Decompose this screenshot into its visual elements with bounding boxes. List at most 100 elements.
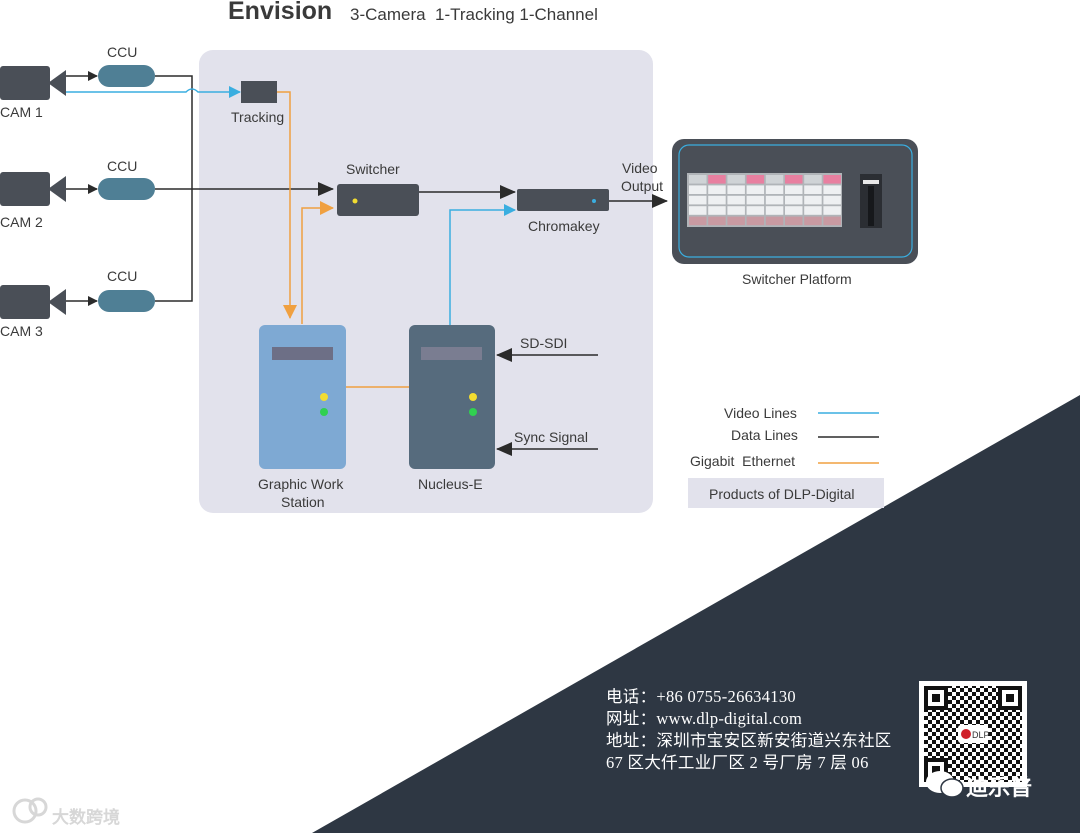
camera-label: CAM 1 [0, 104, 43, 120]
platform-button [765, 185, 784, 194]
camera-icon [0, 172, 66, 206]
platform-button [823, 175, 841, 184]
ccu-2: CCU [98, 158, 155, 200]
platform-button [727, 185, 745, 194]
switcher-platform-label: Switcher Platform [742, 271, 852, 287]
sync-signal-label: Sync Signal [514, 429, 588, 445]
source-watermark: 大数跨境 [52, 808, 120, 828]
ccu-1: CCU [98, 44, 155, 87]
platform-button [823, 206, 841, 215]
video-output-label: Video [622, 160, 658, 176]
svg-text:DLP: DLP [972, 730, 990, 740]
platform-button [785, 206, 803, 215]
ccu-box [98, 65, 155, 87]
nucleus-e: Nucleus-E [409, 325, 495, 492]
legend-data-label: Data Lines [731, 427, 798, 443]
diagram-subtitle: 3-Camera 1-Tracking 1-Channel [350, 5, 598, 24]
platform-button [708, 185, 726, 194]
contact-website: 网址：www.dlp-digital.com [606, 709, 803, 728]
camera-icon [0, 66, 66, 100]
chromakey-device: Chromakey [517, 189, 609, 234]
ethernet-line [277, 91, 297, 319]
camera-1: CAM 1 [0, 66, 66, 120]
graphic-work-station: Graphic Work Station [258, 325, 346, 510]
camera-icon [0, 285, 66, 319]
platform-button [689, 185, 707, 194]
qr-code: DLP [919, 681, 1027, 787]
dark-diagonal-band [312, 395, 1080, 833]
video-output-label: Output [621, 178, 663, 194]
platform-button [689, 206, 707, 215]
platform-button [746, 185, 765, 194]
platform-button [708, 216, 726, 226]
ccu-label: CCU [107, 268, 137, 284]
camera-3: CAM 3 [0, 285, 66, 339]
platform-button [689, 195, 707, 205]
platform-button [746, 175, 765, 184]
ethernet-line [301, 201, 334, 324]
platform-button [785, 216, 803, 226]
nucleus-label: Nucleus-E [418, 476, 483, 492]
platform-button [727, 175, 745, 184]
platform-button [823, 216, 841, 226]
platform-button [785, 175, 803, 184]
sd-sdi-label: SD-SDI [520, 335, 567, 351]
wechat-icon [926, 771, 964, 798]
chromakey-label: Chromakey [528, 218, 600, 234]
platform-button [804, 175, 822, 184]
platform-button [708, 175, 726, 184]
brand-watermark: 迪乐普 [966, 776, 1033, 801]
platform-button [785, 195, 803, 205]
status-led [320, 408, 328, 416]
graphic-ws-label: Station [281, 494, 325, 510]
platform-button [804, 206, 822, 215]
status-led [320, 393, 328, 401]
camera-label: CAM 3 [0, 323, 43, 339]
switcher-platform: Switcher Platform [672, 139, 918, 287]
platform-button [785, 185, 803, 194]
button-grid [689, 175, 841, 226]
ccu-label: CCU [107, 158, 137, 174]
platform-button [689, 175, 707, 184]
status-led [592, 199, 596, 203]
contact-phone: 电话：+86 0755-26634130 [606, 687, 796, 706]
platform-button [765, 216, 784, 226]
status-led [469, 408, 477, 416]
switcher-label: Switcher [346, 161, 400, 177]
switcher-box [337, 184, 419, 216]
platform-button [746, 195, 765, 205]
contact-address-line1: 地址：深圳市宝安区新安街道兴东社区 [606, 731, 892, 750]
video-line [66, 86, 241, 98]
platform-button [804, 195, 822, 205]
ccu-box [98, 290, 155, 312]
ccu-box [98, 178, 155, 200]
platform-button [765, 206, 784, 215]
contact-info: 电话：+86 0755-26634130 网址：www.dlp-digital.… [606, 686, 916, 774]
ccu-3: CCU [98, 268, 155, 312]
legend-products-box [688, 478, 884, 508]
contact-address-line2: 67 区大仟工业厂区 2 号厂房 7 层 06 [606, 753, 869, 772]
platform-button [765, 175, 784, 184]
status-led [469, 393, 477, 401]
source-logo-icon [12, 797, 48, 824]
platform-button [804, 185, 822, 194]
chromakey-box [517, 189, 609, 211]
platform-button [804, 216, 822, 226]
tracking-box [241, 81, 277, 103]
status-led [352, 198, 358, 204]
switcher-device: Switcher [337, 161, 419, 216]
legend: Video Lines Data Lines Gigabit Ethernet … [688, 405, 884, 508]
legend-video-label: Video Lines [724, 405, 797, 421]
platform-button [708, 206, 726, 215]
platform-button [823, 195, 841, 205]
platform-button [823, 185, 841, 194]
platform-button [689, 216, 707, 226]
camera-2: CAM 2 [0, 172, 66, 230]
platform-button [746, 206, 765, 215]
graphic-ws-label: Graphic Work [258, 476, 344, 492]
diagram-title: Envision [228, 0, 332, 25]
platform-button [727, 195, 745, 205]
camera-label: CAM 2 [0, 214, 43, 230]
platform-button [765, 195, 784, 205]
